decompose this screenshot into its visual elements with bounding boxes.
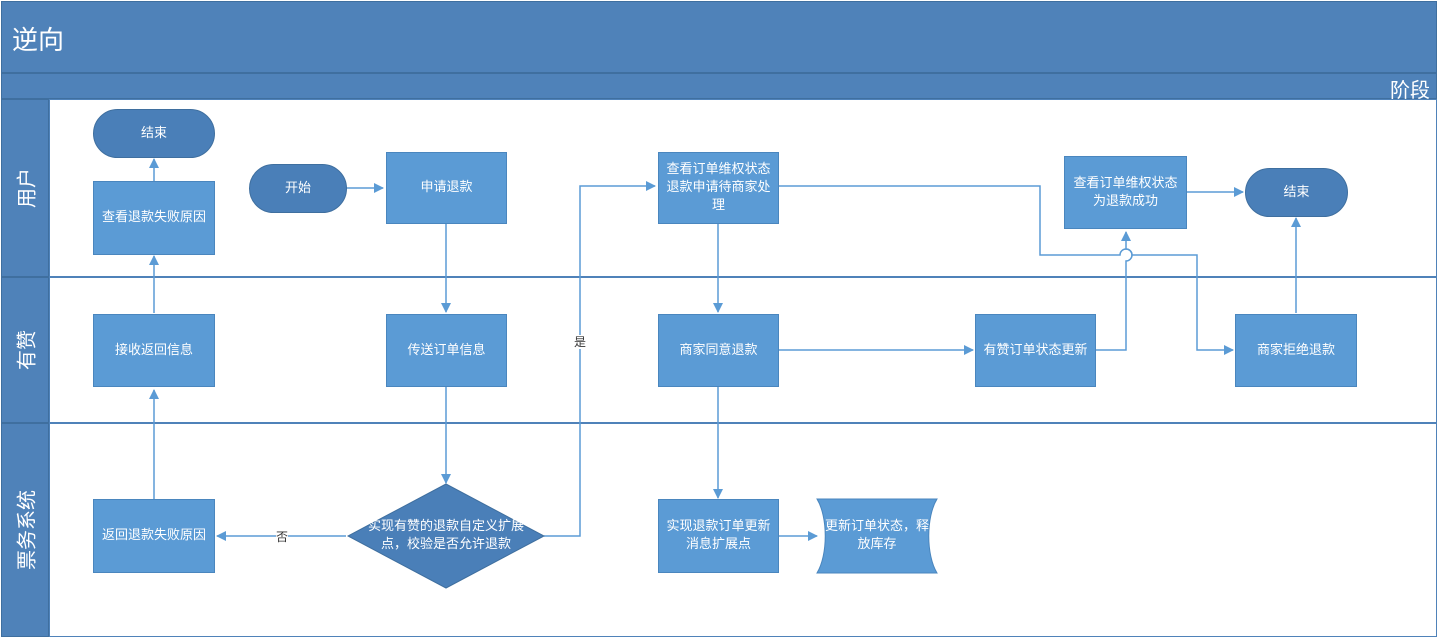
apply-refund-box: 申请退款 xyxy=(386,152,507,224)
merchant-agree-box: 商家同意退款 xyxy=(658,314,779,387)
store-shape-update-release xyxy=(816,498,938,574)
lane-header-user: 用户 xyxy=(1,99,49,277)
edge-label-yes: 是 xyxy=(574,335,587,349)
impl-update-msg-box: 实现退款订单更新消息扩展点 xyxy=(658,499,779,573)
diagram-title-bar: 逆向 xyxy=(1,1,1437,73)
view-success-box: 查看订单维权状态为退款成功 xyxy=(1064,156,1187,229)
view-fail-reason-box: 查看退款失败原因 xyxy=(93,181,215,255)
phase-label: 阶段 xyxy=(1390,78,1430,102)
lane-header-youzan: 有赞 xyxy=(1,277,49,423)
lane-header-ticket-system: 票务系统 xyxy=(1,423,49,637)
start-terminator: 开始 xyxy=(249,164,347,213)
edge-pending-to-reject xyxy=(779,185,1234,355)
decision-text: 实现有赞的退款自定义扩展点，校验是否允许退款 xyxy=(367,519,524,552)
decision-diamond xyxy=(346,483,546,589)
receive-info-box: 接收返回信息 xyxy=(93,314,215,387)
send-order-box: 传送订单信息 xyxy=(386,314,507,387)
edge-decision-yes xyxy=(544,181,656,537)
update-release-text: 更新订单状态，释放库存 xyxy=(825,519,930,552)
phase-header: 阶段 xyxy=(1,73,1437,102)
youzan-status-update-box: 有赞订单状态更新 xyxy=(975,314,1096,387)
diagram-title: 逆向 xyxy=(12,26,65,56)
edge-label-no: 否 xyxy=(276,530,289,544)
end-terminator-right: 结束 xyxy=(1245,168,1348,217)
view-pending-box: 查看订单维权状态退款申请待商家处理 xyxy=(658,152,779,224)
return-fail-reason-box: 返回退款失败原因 xyxy=(93,499,215,573)
end-terminator-left: 结束 xyxy=(93,109,215,158)
merchant-reject-box: 商家拒绝退款 xyxy=(1235,314,1357,387)
